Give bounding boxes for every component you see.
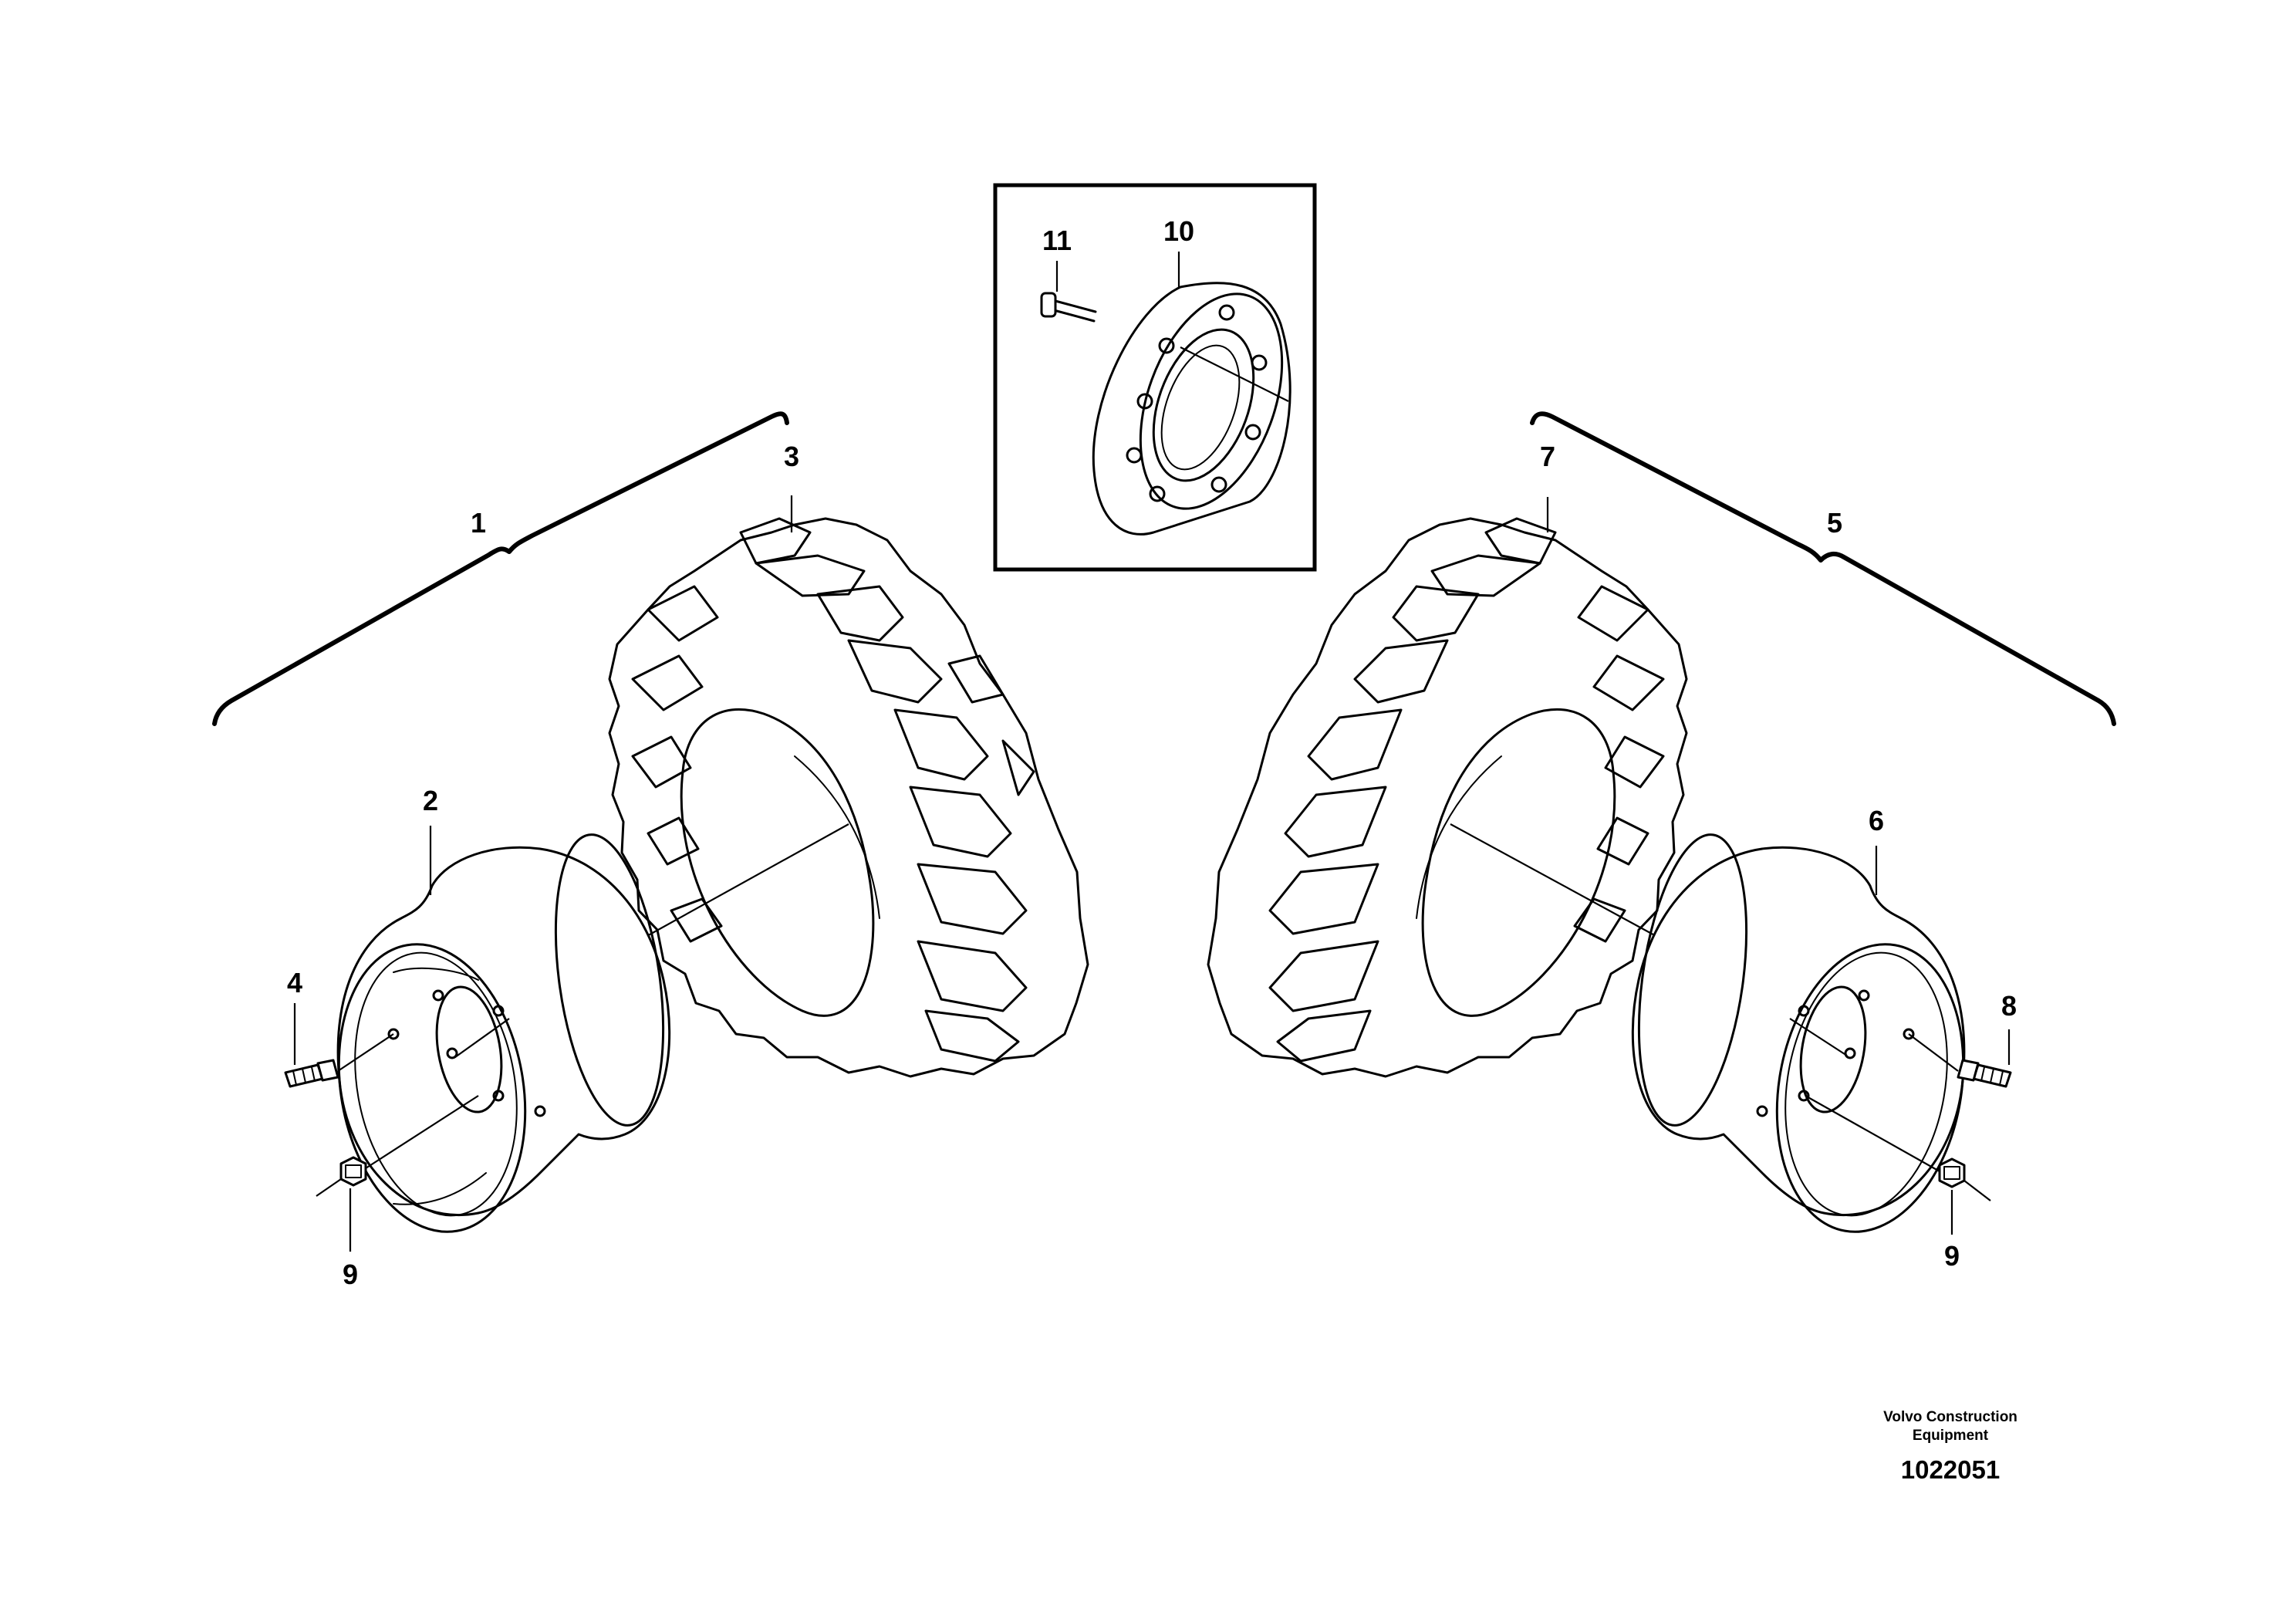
callout-9-left: 9 [343,1259,358,1290]
wheel-spacer-drawing [1040,282,1292,536]
left-assembly-brace [212,411,789,726]
company-name-line2: Equipment [1913,1428,1989,1444]
callout-4: 4 [287,967,302,999]
callout-11: 11 [1042,225,1072,256]
callout-3: 3 [784,441,799,472]
callout-8: 8 [2001,990,2017,1022]
drawing-footer: Volvo Construction Equipment 1022051 [1883,1409,2017,1484]
left-wheel-stud [284,1033,394,1088]
company-name-line1: Volvo Construction [1883,1409,2017,1425]
detail-inset: 11 10 [993,183,1317,572]
left-wheel-nut [316,1095,479,1197]
left-wheel-assembly: 1 3 [212,411,1089,1290]
inset-frame [993,183,1317,572]
callout-2: 2 [423,785,438,816]
callout-10: 10 [1163,215,1194,247]
right-wheel-stud [1908,1033,2012,1088]
callout-9-right: 9 [1944,1240,1960,1272]
drawing-number: 1022051 [1901,1455,2000,1484]
right-assembly-brace [1530,411,2116,726]
right-rim-drawing [1631,833,1966,1233]
callout-6: 6 [1869,805,1884,836]
callout-5: 5 [1827,507,1842,539]
left-tire-drawing [608,517,1089,1078]
right-wheel-assembly: 5 7 [1207,411,2116,1272]
callout-1: 1 [471,507,486,539]
right-wheel-nut [1805,1095,1991,1201]
left-rim-drawing [336,833,671,1233]
right-tire-drawing [1207,517,1688,1078]
callout-7: 7 [1540,441,1555,472]
